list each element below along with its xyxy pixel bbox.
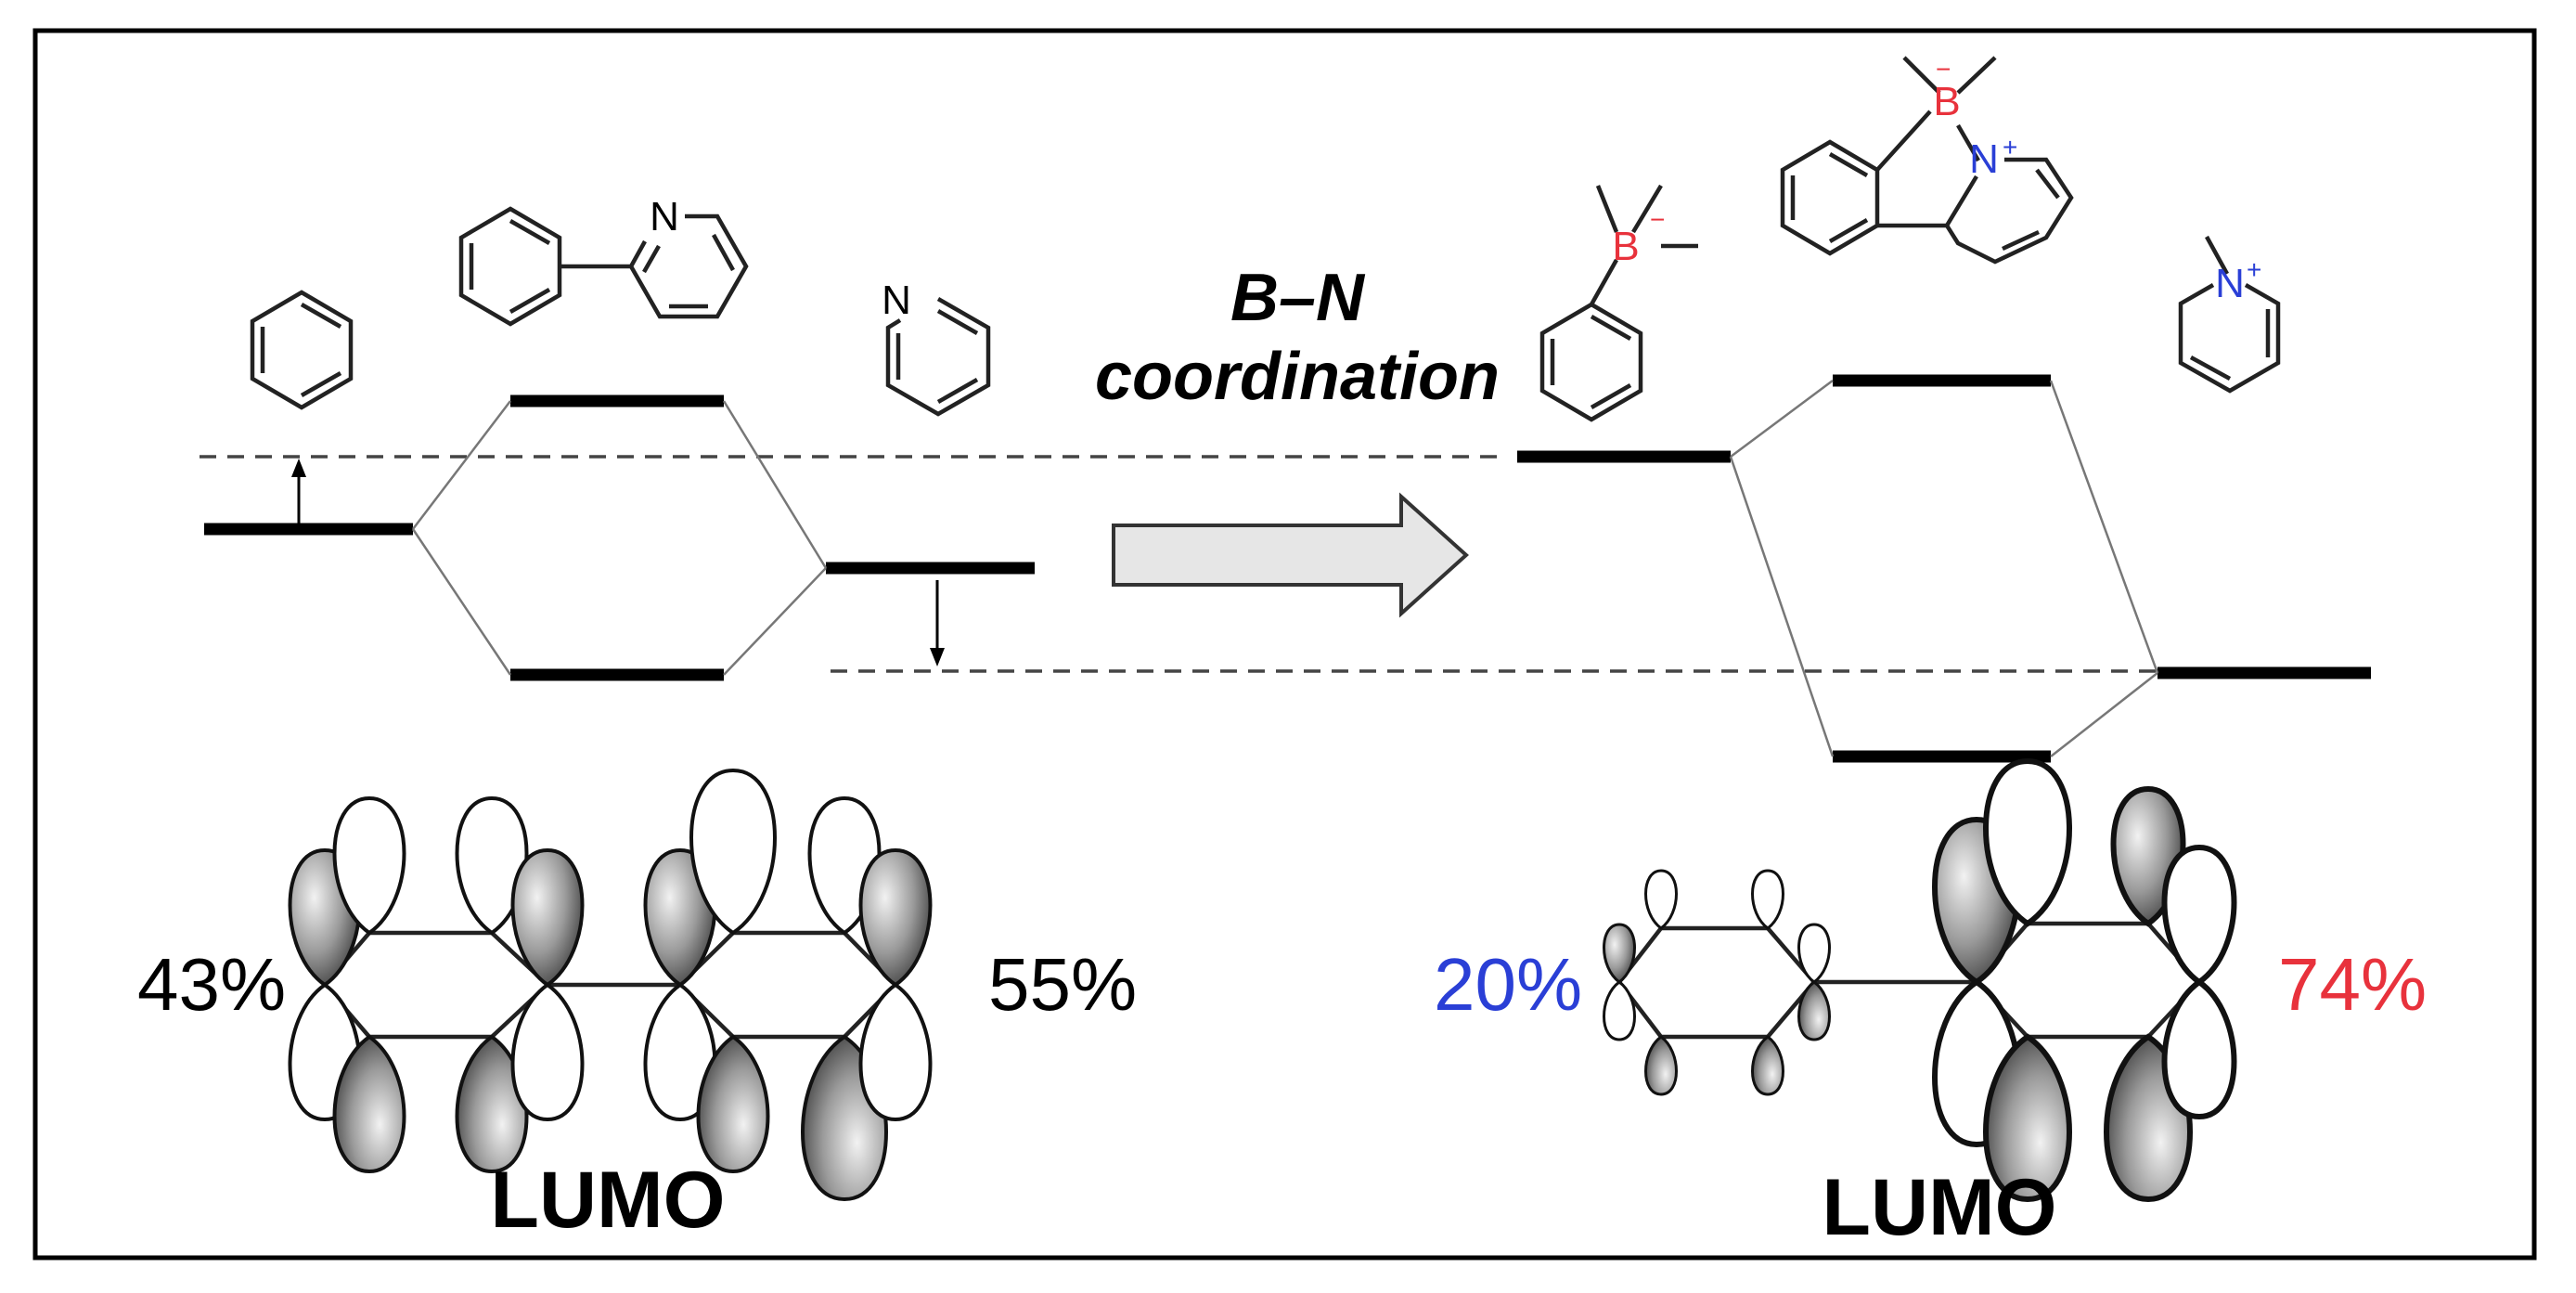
left-percent-benzene-side: 43%	[137, 943, 286, 1026]
up-shift-arrow	[291, 459, 306, 527]
boron-charge: −	[1650, 205, 1665, 234]
phenylborate-structure: B −	[1539, 184, 1698, 422]
phenylpyridine-structure: N	[458, 194, 749, 327]
right-lumo-label: LUMO	[1822, 1163, 2056, 1252]
right-energy-diagram	[1517, 374, 2371, 763]
right-percent-phenyl-side: 20%	[1434, 943, 1582, 1026]
boron-label: B	[1612, 224, 1639, 269]
figure-border	[32, 28, 2537, 1261]
nitrogen-charge: +	[2003, 133, 2017, 162]
nitrogen-label: N	[882, 278, 911, 323]
nitrogen-cation-label: N	[1969, 136, 1999, 182]
transition-label-coordination: coordination	[1095, 340, 1500, 414]
correlation-lines-left	[411, 400, 828, 676]
right-percent-pyridinium-side: 74%	[2278, 943, 2427, 1026]
left-lumo-label: LUMO	[490, 1156, 725, 1245]
pyridine-structure: N	[882, 278, 991, 417]
methylpyridinium-structure: N +	[2178, 235, 2281, 394]
down-shift-arrow	[930, 580, 945, 666]
right-lumo-orbital	[1603, 761, 2235, 1199]
boron-label: B	[1933, 79, 1960, 124]
borate-pyridinium-complex-structure: B − N +	[1780, 55, 2074, 265]
coordination-arrow	[1112, 492, 1469, 618]
nitrogen-cation-label: N	[2215, 261, 2245, 306]
nitrogen-charge: +	[2247, 255, 2261, 284]
correlation-lines-right	[1729, 379, 2159, 757]
nitrogen-label: N	[650, 194, 679, 239]
left-energy-diagram	[200, 394, 2371, 681]
transition-label-bn: B–N	[1230, 261, 1366, 335]
boron-charge: −	[1936, 55, 1951, 84]
left-percent-pyridine-side: 55%	[988, 943, 1137, 1026]
benzene-structure	[250, 290, 354, 410]
left-lumo-orbital	[288, 769, 933, 1201]
